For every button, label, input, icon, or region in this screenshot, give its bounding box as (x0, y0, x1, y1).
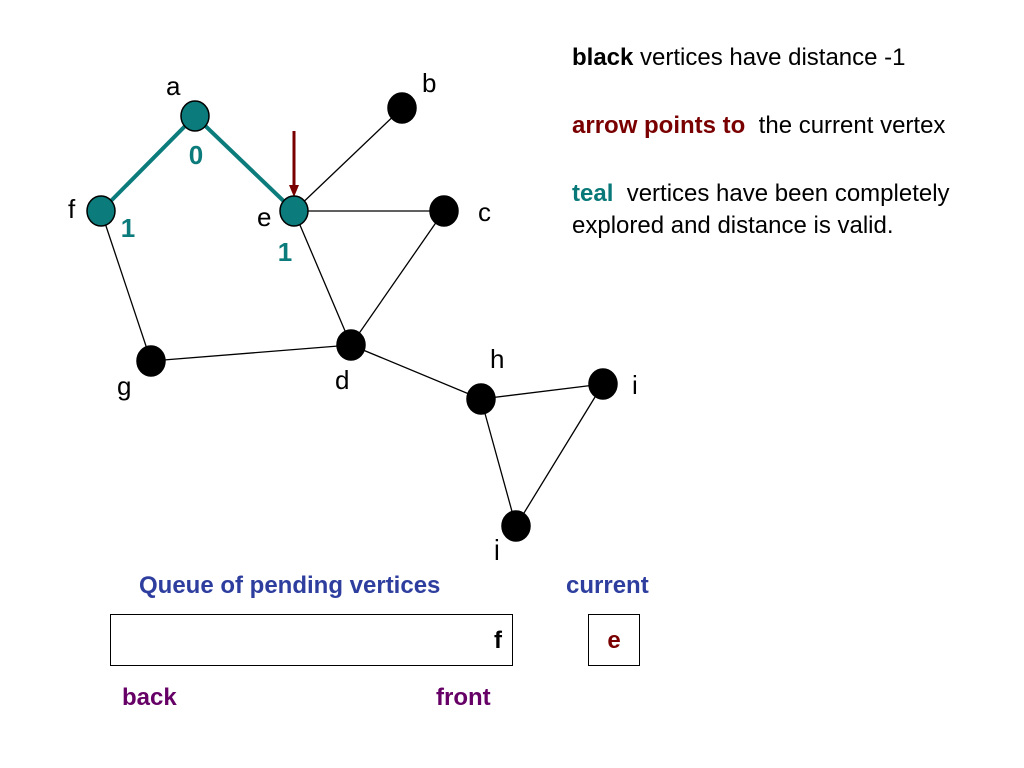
legend-teal: teal vertices have been completely explo… (572, 178, 1002, 242)
queue-back-label: back (122, 684, 177, 711)
vertex-h (466, 383, 496, 415)
queue-item-front: f (494, 627, 502, 654)
edge-g-d (150, 344, 352, 362)
edge-e-d (293, 210, 352, 346)
vertex-i (588, 368, 618, 400)
edge-i-j (515, 383, 604, 527)
graph-vertices (86, 92, 618, 542)
queue-title: Queue of pending vertices (139, 572, 441, 599)
vertex-j (501, 510, 531, 542)
vertex-label-h: h (490, 344, 504, 374)
vertex-c (429, 195, 459, 227)
vertex-label-g: g (117, 371, 131, 401)
edge-a-f (99, 114, 197, 213)
vertex-a (180, 100, 210, 132)
arrow-head (289, 185, 299, 197)
legend-teal-text: vertices have been completely explored a… (572, 180, 957, 239)
current-value: e (607, 627, 621, 654)
edge-f-g (100, 210, 152, 362)
vertex-d (336, 329, 366, 361)
edge-c-d (350, 210, 445, 346)
vertex-label-e: e (257, 202, 271, 232)
vertex-f (86, 195, 116, 227)
vertex-distance-e: 1 (278, 237, 292, 267)
legend-arrow-keyword: arrow points to (572, 112, 746, 139)
vertex-label-a: a (166, 71, 181, 101)
vertex-distance-f: 1 (121, 213, 135, 243)
vertex-g (136, 345, 166, 377)
edge-a-e (193, 114, 296, 213)
edge-d-h (350, 344, 482, 400)
vertex-label-d: d (335, 365, 349, 395)
graph-edges (99, 107, 604, 527)
current-vertex-arrow (289, 131, 299, 197)
queue-front-label: front (436, 684, 491, 711)
vertex-distance-a: 0 (189, 140, 203, 170)
vertex-b (387, 92, 417, 124)
vertex-e (279, 195, 309, 227)
vertex-label-i: i (632, 370, 638, 400)
legend-arrow: arrow points to the current vertex (572, 110, 1022, 142)
vertex-label-c: c (478, 197, 491, 227)
vertex-label-j: j (493, 534, 500, 560)
legend-black: black vertices have distance -1 (572, 42, 1022, 74)
vertex-label-b: b (422, 68, 436, 98)
legend-black-keyword: black (572, 44, 634, 71)
vertex-label-f: f (68, 194, 76, 224)
current-box: e (588, 614, 640, 666)
edge-h-i (480, 383, 604, 400)
edge-e-b (293, 107, 403, 212)
legend-teal-keyword: teal (572, 180, 614, 207)
current-title: current (566, 572, 649, 599)
queue-box: f (110, 614, 513, 666)
legend-arrow-text: the current vertex (745, 112, 946, 139)
edge-h-j (480, 398, 517, 527)
legend-black-text: vertices have distance -1 (633, 44, 906, 71)
legend: black vertices have distance -1 arrow po… (572, 42, 1022, 278)
